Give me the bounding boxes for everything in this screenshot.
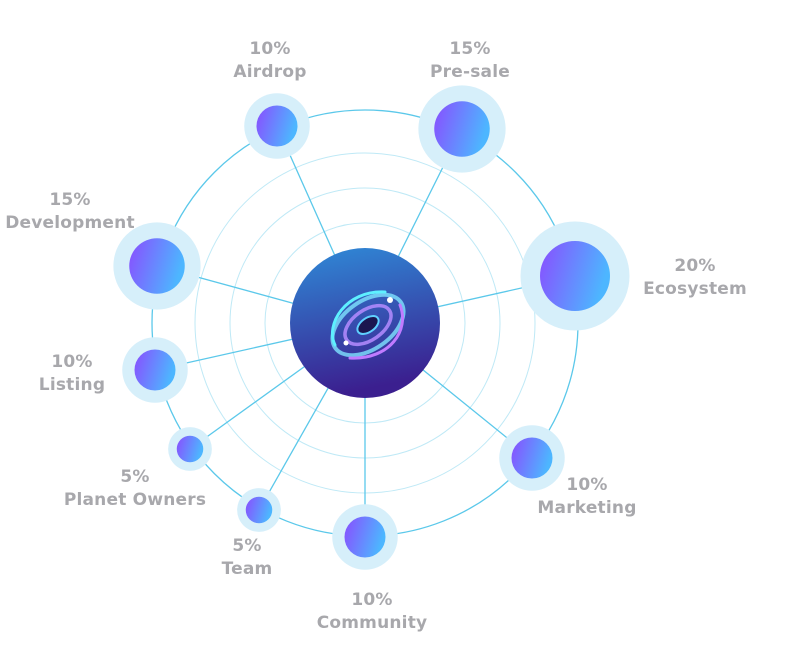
label-ecosystem: 20% Ecosystem xyxy=(625,255,765,301)
percent-team: 5% xyxy=(232,536,262,556)
node-marketing xyxy=(511,437,553,479)
label-development: 15% Development xyxy=(0,189,140,235)
node-planet-owners xyxy=(176,435,204,463)
percent-planet-owners: 5% xyxy=(120,467,150,487)
percent-community: 10% xyxy=(351,590,393,610)
percent-ecosystem: 20% xyxy=(674,256,716,276)
label-marketing: 10% Marketing xyxy=(517,474,657,520)
percent-marketing: 10% xyxy=(566,475,608,495)
name-marketing: Marketing xyxy=(537,498,637,518)
name-airdrop: Airdrop xyxy=(233,62,307,82)
label-airdrop: 10% Airdrop xyxy=(200,38,340,84)
percent-listing: 10% xyxy=(51,352,93,372)
name-ecosystem: Ecosystem xyxy=(643,279,747,299)
node-community xyxy=(344,516,386,558)
name-community: Community xyxy=(316,613,428,633)
percent-development: 15% xyxy=(49,190,91,210)
center-logo xyxy=(290,248,440,398)
node-ecosystem xyxy=(540,241,610,311)
label-planet-owners: 5% Planet Owners xyxy=(55,466,215,512)
name-planet-owners: Planet Owners xyxy=(63,490,207,510)
name-pre-sale: Pre-sale xyxy=(430,62,510,82)
label-listing: 10% Listing xyxy=(12,351,132,397)
node-listing xyxy=(134,349,176,391)
name-listing: Listing xyxy=(38,375,106,395)
node-airdrop xyxy=(256,105,298,147)
name-team: Team xyxy=(221,559,273,579)
node-pre-sale xyxy=(434,101,490,157)
segment-nodes xyxy=(113,85,630,570)
label-pre-sale: 15% Pre-sale xyxy=(400,38,540,84)
node-development xyxy=(129,238,185,294)
label-team: 5% Team xyxy=(187,535,307,581)
galaxy-swirl-icon xyxy=(330,290,406,360)
name-development: Development xyxy=(5,213,135,233)
node-team xyxy=(245,496,273,524)
label-community: 10% Community xyxy=(302,589,442,635)
percent-airdrop: 10% xyxy=(249,39,291,59)
percent-pre-sale: 15% xyxy=(449,39,491,59)
